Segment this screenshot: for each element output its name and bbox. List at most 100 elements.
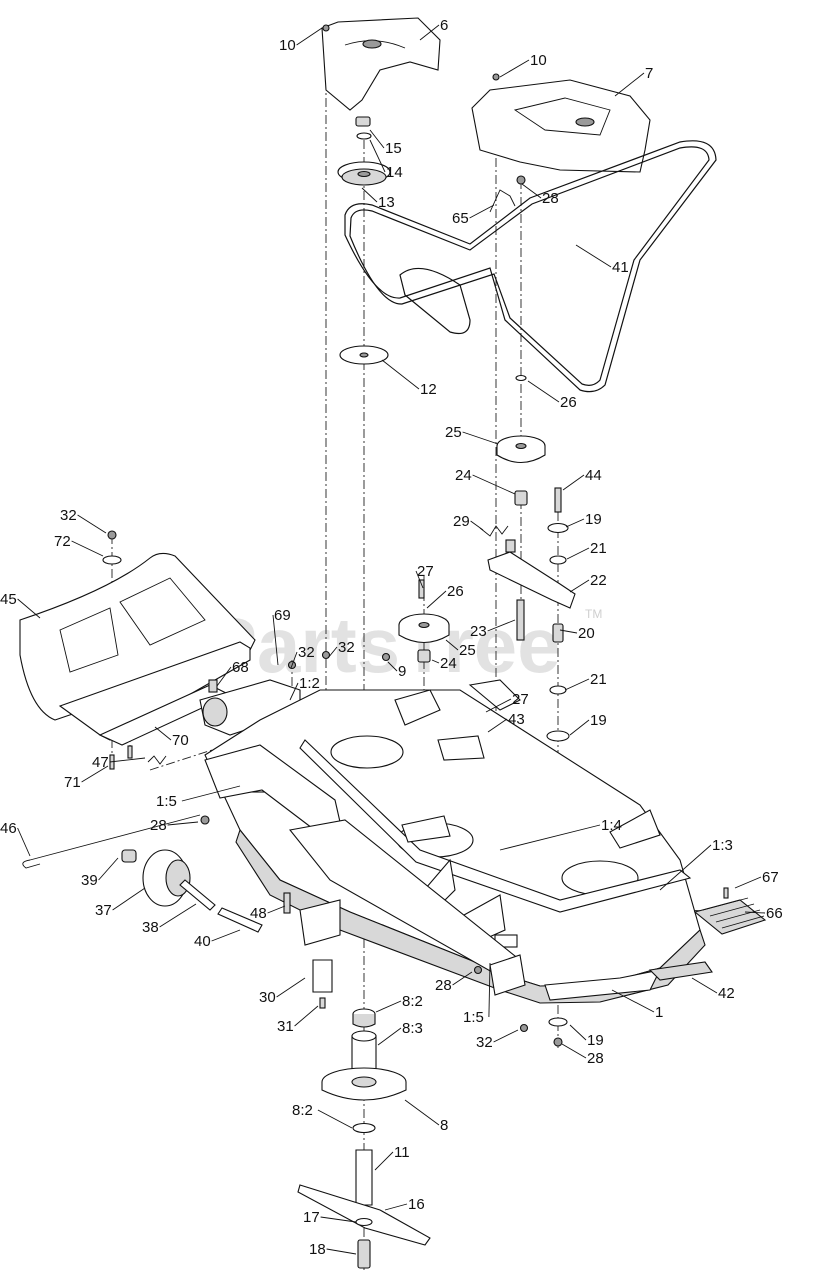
- callout-leader: [267, 905, 286, 914]
- callout-leader: [387, 661, 398, 672]
- hanger-bracket: [312, 959, 333, 1009]
- callout-leader: [361, 187, 378, 203]
- callout-label: 25: [459, 642, 476, 659]
- top-hardware: [322, 24, 527, 382]
- callout-label: 26: [560, 394, 577, 411]
- callout-label: 16: [408, 1196, 425, 1213]
- washer-stack-right: [546, 522, 570, 742]
- callout-leader: [569, 719, 590, 736]
- callout-leader: [17, 827, 31, 857]
- callout-leader: [211, 929, 241, 942]
- callout-label: 28: [150, 817, 167, 834]
- callout-label: 8: [440, 1117, 448, 1134]
- callout-leader: [469, 204, 495, 219]
- callout-leader: [181, 785, 241, 802]
- callout-leader: [521, 183, 542, 199]
- callout-label: 1: [655, 1004, 663, 1021]
- callout-label: 6: [440, 17, 448, 34]
- callout-label: 13: [378, 194, 395, 211]
- callout-leader: [404, 1099, 440, 1126]
- callout-label: 27: [512, 691, 529, 708]
- callout-label: 41: [612, 259, 629, 276]
- callout-leader: [562, 474, 585, 491]
- callout-label: 65: [452, 210, 469, 227]
- callout-label: 28: [542, 190, 559, 207]
- callout-leader: [377, 1027, 402, 1046]
- callout-leader: [487, 718, 508, 733]
- callout-leader: [569, 579, 590, 593]
- callout-leader: [320, 1216, 357, 1223]
- callout-leader: [566, 547, 590, 560]
- callout-label: 28: [587, 1050, 604, 1067]
- callout-label: 26: [447, 583, 464, 600]
- callout-label: 32: [60, 507, 77, 524]
- callout-label: 25: [445, 424, 462, 441]
- callout-leader: [381, 359, 420, 390]
- callout-leader: [415, 570, 424, 589]
- callout-label: 19: [587, 1032, 604, 1049]
- callout-label: 31: [277, 1018, 294, 1035]
- callout-leader: [488, 962, 491, 1018]
- callout-label: 18: [309, 1241, 326, 1258]
- callout-leader: [109, 757, 146, 763]
- callout-leader: [431, 659, 440, 664]
- callout-leader: [419, 24, 440, 41]
- callout-label: 46: [0, 820, 17, 837]
- callout-label: 45: [0, 591, 17, 608]
- callout-leader: [611, 989, 655, 1013]
- callout-leader: [564, 678, 590, 691]
- callout-leader: [369, 139, 386, 173]
- gauge-wheel: [121, 849, 291, 933]
- callout-label: 24: [455, 467, 472, 484]
- callout-leader: [369, 129, 385, 149]
- callout-label: 10: [279, 37, 296, 54]
- callout-label: 19: [585, 511, 602, 528]
- callout-label: 1:3: [712, 837, 733, 854]
- callout-leader: [374, 1151, 394, 1171]
- deck-pad: [693, 887, 767, 935]
- callout-label: 8:3: [402, 1020, 423, 1037]
- callout-leader: [159, 903, 197, 928]
- callout-label: 48: [250, 905, 267, 922]
- callout-leader: [485, 698, 512, 713]
- callout-leader: [472, 474, 516, 495]
- callout-leader: [659, 844, 712, 891]
- callout-label: 9: [398, 663, 406, 680]
- callout-label: 19: [590, 712, 607, 729]
- callout-label: 30: [259, 989, 276, 1006]
- callout-leader: [462, 431, 499, 445]
- callout-label: 68: [232, 659, 249, 676]
- callout-label: 24: [440, 655, 457, 672]
- callout-label: 1:2: [299, 675, 320, 692]
- callout-leader: [527, 380, 560, 403]
- callout-label: 32: [476, 1034, 493, 1051]
- callout-label: 29: [453, 513, 470, 530]
- callout-leader: [426, 590, 447, 609]
- callout-label: 37: [95, 902, 112, 919]
- deflector-hinge: [199, 679, 301, 736]
- callout-leader: [384, 1203, 408, 1211]
- callout-leader: [470, 520, 484, 531]
- callout-leader: [559, 629, 578, 634]
- callout-label: 1:5: [463, 1009, 484, 1026]
- callout-leader: [493, 1029, 519, 1043]
- callout-label: 1:5: [156, 793, 177, 810]
- callout-leader: [289, 682, 299, 701]
- watermark-trademark: TM: [585, 607, 602, 621]
- callout-leader: [561, 1043, 587, 1059]
- callout-label: 39: [81, 872, 98, 889]
- callout-leader: [614, 72, 645, 97]
- callout-label: 28: [435, 977, 452, 994]
- callout-label: 11: [394, 1144, 410, 1161]
- callout-leader: [487, 619, 516, 632]
- callout-label: 42: [718, 985, 735, 1002]
- callout-label: 23: [470, 623, 487, 640]
- watermark: PartsTree: [205, 601, 561, 689]
- callout-leader: [569, 1024, 587, 1041]
- callout-label: 47: [92, 754, 109, 771]
- callout-label: 67: [762, 869, 779, 886]
- idler-pulley-upper: [496, 435, 546, 506]
- belt-cover-right: [471, 79, 651, 173]
